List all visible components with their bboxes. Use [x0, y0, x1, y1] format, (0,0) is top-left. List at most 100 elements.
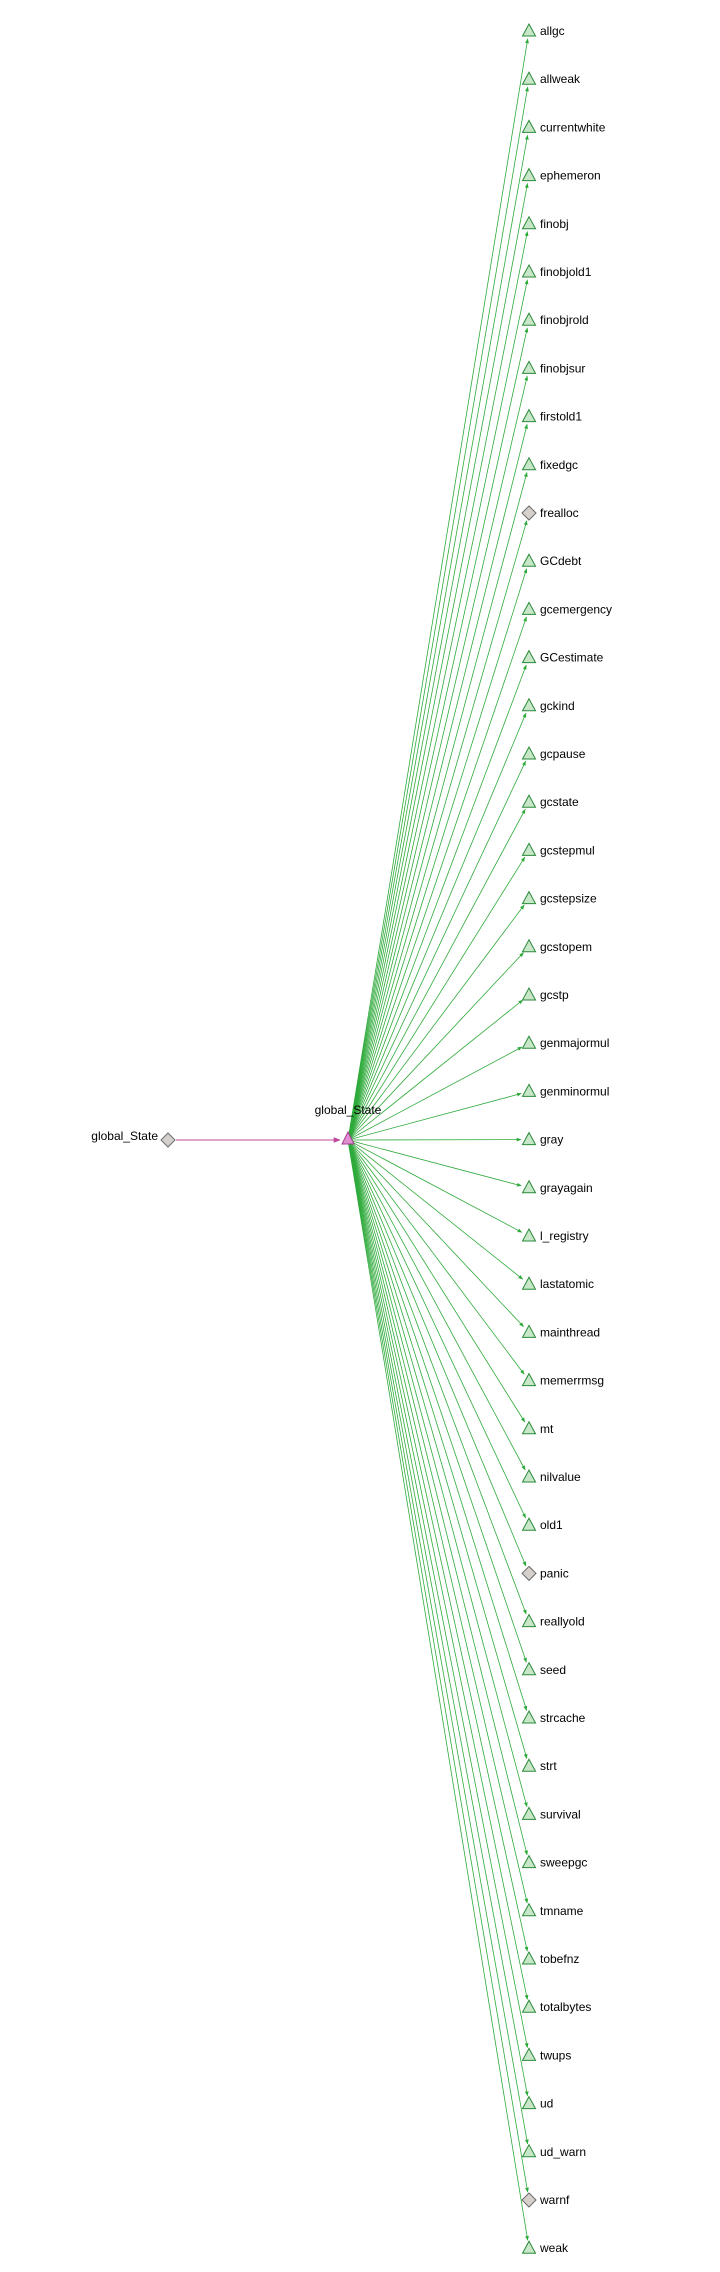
- triangle-icon: [521, 601, 537, 615]
- triangle-icon: [521, 360, 537, 374]
- member-node-weak[interactable]: weak: [521, 2240, 570, 2255]
- member-label: memerrmsg: [540, 1374, 604, 1388]
- triangle-icon: [521, 167, 537, 182]
- triangle-icon: [521, 456, 537, 471]
- member-node-finobjsur[interactable]: finobjsur: [521, 360, 586, 375]
- member-node-panic[interactable]: panic: [521, 1565, 569, 1582]
- member-node-ephemeron[interactable]: ephemeron: [521, 167, 601, 183]
- member-node-firstold1[interactable]: firstold1: [521, 408, 583, 424]
- edge-to-l-registry: [347, 1139, 523, 1233]
- member-node-gcestimate[interactable]: GCestimate: [521, 649, 604, 665]
- source-node[interactable]: global_State: [91, 1129, 176, 1148]
- edge-to-genminormul: [347, 1092, 522, 1141]
- member-node-finobjrold[interactable]: finobjrold: [521, 312, 589, 327]
- member-node-nilvalue[interactable]: nilvalue: [521, 1468, 582, 1484]
- member-node-sweepgc[interactable]: sweepgc: [521, 1854, 588, 1870]
- edge-to-reallyold: [347, 1139, 527, 1615]
- member-label: warnf: [539, 2193, 570, 2207]
- triangle-icon: [521, 745, 537, 760]
- member-node-gcdebt[interactable]: GCdebt: [521, 553, 583, 568]
- member-label: gcstepmul: [540, 843, 595, 857]
- member-node-warnf[interactable]: warnf: [521, 2192, 570, 2208]
- member-node-l-registry[interactable]: l_registry: [521, 1227, 589, 1243]
- member-node-fixedgc[interactable]: fixedgc: [521, 456, 579, 472]
- member-node-gcstopem[interactable]: gcstopem: [521, 938, 593, 954]
- triangle-icon: [521, 1950, 537, 1965]
- member-node-gcstepmul[interactable]: gcstepmul: [521, 842, 595, 857]
- member-label: ud_warn: [540, 2145, 586, 2159]
- member-node-gray[interactable]: gray: [521, 1131, 564, 1147]
- member-node-gcstp[interactable]: gcstp: [521, 986, 570, 1002]
- member-label: gcstate: [540, 795, 579, 809]
- member-label: finobjsur: [540, 361, 585, 375]
- edge-to-fixedgc: [347, 472, 528, 1141]
- triangle-icon: [521, 22, 537, 37]
- triangle-icon: [521, 1854, 537, 1869]
- edge-to-warnf: [347, 1139, 529, 2193]
- member-node-old1[interactable]: old1: [521, 1517, 564, 1532]
- member-node-strt[interactable]: strt: [521, 1758, 558, 1773]
- member-node-twups[interactable]: twups: [521, 2047, 572, 2062]
- member-label: gcstp: [540, 988, 569, 1002]
- triangle-icon: [521, 1227, 537, 1242]
- edge-to-gcpause: [347, 760, 526, 1141]
- source-diamond-icon: [160, 1132, 176, 1148]
- member-node-genmajormul[interactable]: genmajormul: [521, 1035, 610, 1050]
- member-label: old1: [540, 1518, 563, 1532]
- member-node-ud-warn[interactable]: ud_warn: [521, 2143, 587, 2159]
- hub-node[interactable]: global_State: [315, 1103, 382, 1145]
- triangle-icon: [521, 1468, 537, 1483]
- edge-to-nilvalue: [347, 1139, 526, 1471]
- member-node-mt[interactable]: mt: [521, 1420, 554, 1436]
- member-node-frealloc[interactable]: frealloc: [521, 505, 579, 521]
- edge-to-genmajormul: [347, 1046, 523, 1141]
- member-label: tmname: [540, 1904, 584, 1918]
- member-node-tmname[interactable]: tmname: [521, 1902, 584, 1918]
- member-node-totalbytes[interactable]: totalbytes: [521, 1999, 592, 2014]
- member-label: panic: [540, 1566, 569, 1580]
- triangle-icon: [521, 1324, 537, 1338]
- member-node-tobefnz[interactable]: tobefnz: [521, 1950, 580, 1966]
- member-node-memerrmsg[interactable]: memerrmsg: [521, 1372, 605, 1388]
- member-node-ud[interactable]: ud: [521, 2095, 554, 2111]
- member-label: genminormul: [540, 1084, 609, 1098]
- member-label: genmajormul: [540, 1036, 609, 1050]
- edge-to-lastatomic: [347, 1139, 524, 1280]
- member-node-gcpause[interactable]: gcpause: [521, 745, 586, 761]
- triangle-icon: [521, 986, 537, 1001]
- edge-to-finobjsur: [347, 375, 529, 1141]
- member-node-gcstate[interactable]: gcstate: [521, 794, 580, 809]
- triangle-icon: [521, 649, 537, 664]
- member-node-gcstepsize[interactable]: gcstepsize: [521, 890, 598, 906]
- edge-to-gcstate: [347, 808, 526, 1141]
- member-node-currentwhite[interactable]: currentwhite: [521, 119, 606, 134]
- edge-to-firstold1: [347, 423, 528, 1141]
- member-node-strcache[interactable]: strcache: [521, 1709, 586, 1725]
- member-node-grayagain[interactable]: grayagain: [521, 1179, 593, 1195]
- member-node-survival[interactable]: survival: [521, 1806, 581, 1821]
- member-label: frealloc: [540, 506, 579, 520]
- member-node-allweak[interactable]: allweak: [521, 71, 582, 86]
- member-node-genminormul[interactable]: genminormul: [521, 1083, 610, 1098]
- source-node-label: global_State: [91, 1129, 158, 1143]
- member-node-mainthread[interactable]: mainthread: [521, 1324, 601, 1339]
- triangle-icon: [521, 1709, 537, 1724]
- member-node-finobj[interactable]: finobj: [521, 215, 569, 231]
- triangle-icon: [521, 119, 537, 133]
- edge-to-allweak: [347, 86, 529, 1141]
- member-node-gcemergency[interactable]: gcemergency: [521, 601, 613, 616]
- member-label: survival: [540, 1807, 581, 1821]
- member-node-allgc[interactable]: allgc: [521, 22, 565, 38]
- edge-to-frealloc: [347, 520, 528, 1141]
- triangle-icon: [521, 794, 537, 808]
- member-node-seed[interactable]: seed: [521, 1661, 567, 1677]
- member-node-reallyold[interactable]: reallyold: [521, 1613, 585, 1629]
- triangle-icon: [521, 1179, 537, 1194]
- member-node-gckind[interactable]: gckind: [521, 697, 575, 713]
- triangle-icon: [521, 938, 537, 953]
- edges-layer: [176, 38, 529, 2241]
- member-node-lastatomic[interactable]: lastatomic: [521, 1276, 595, 1291]
- member-node-finobjold1[interactable]: finobjold1: [521, 263, 592, 279]
- member-label: gray: [540, 1133, 563, 1147]
